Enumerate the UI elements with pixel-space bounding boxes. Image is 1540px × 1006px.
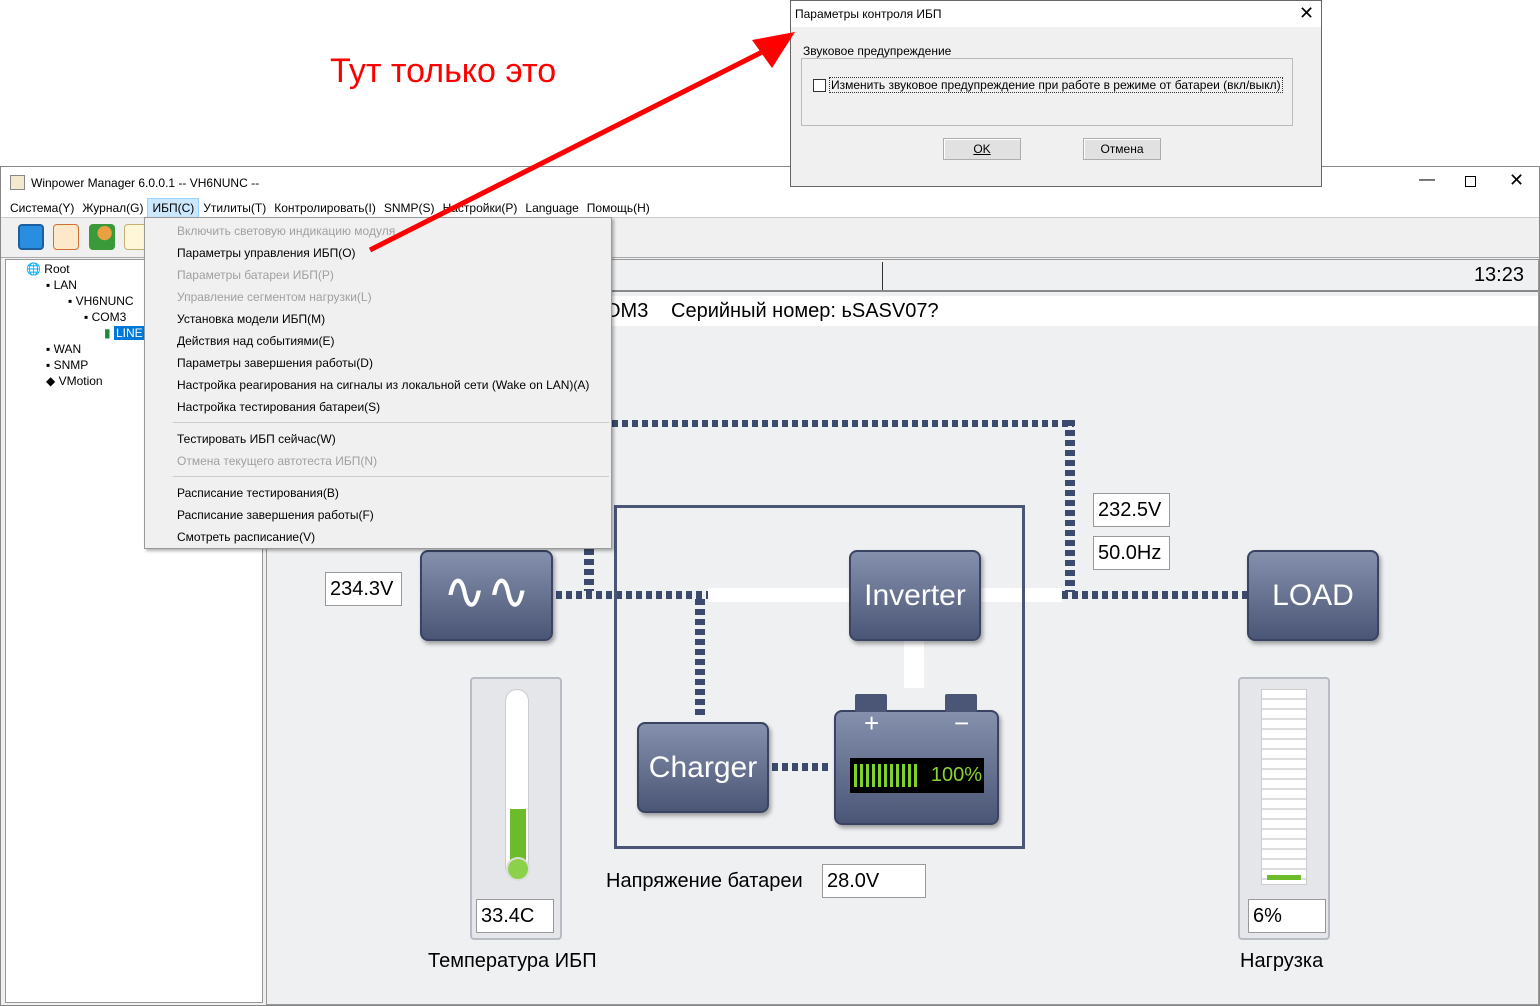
ups-dropdown-menu: Включить световую индикацию модуля Парам… (144, 217, 612, 549)
inverter-block: Inverter (849, 550, 981, 641)
menu-item-battery-test-settings[interactable]: Настройка тестирования батареи(S) (177, 400, 381, 414)
menu-system[interactable]: Система(Y) (10, 200, 75, 215)
tree-com[interactable]: ▪ COM3 (84, 310, 127, 324)
menu-item-events[interactable]: Действия над событиями(E) (177, 334, 335, 348)
menu-item-shutdown-schedule[interactable]: Расписание завершения работы(F) (177, 508, 374, 522)
battery-block: + − 100% (834, 708, 999, 825)
menu-item-load-segment: Управление сегментом нагрузки(L) (177, 290, 372, 304)
ok-button[interactable]: OK (943, 138, 1021, 160)
ups-frame (614, 505, 1025, 849)
calendar-icon[interactable] (53, 224, 79, 250)
load-value: 6% (1248, 899, 1326, 933)
menu-bar: Система(Y) Журнал(G) ИБП(C) Утилиты(T) К… (1, 197, 1539, 218)
menu-journal[interactable]: Журнал(G) (82, 200, 144, 215)
menu-ups[interactable]: ИБП(C) (147, 197, 200, 218)
menu-language[interactable]: Language (525, 200, 579, 215)
tree-root[interactable]: 🌐 Root (26, 262, 70, 276)
sound-group (801, 58, 1293, 126)
power-icon[interactable] (18, 224, 44, 250)
java-icon (10, 175, 25, 190)
dialog-title: Параметры контроля ИБП (795, 7, 942, 21)
temperature-value: 33.4C (476, 899, 554, 933)
tree-host[interactable]: ▪ VH6NUNC (68, 294, 134, 308)
load-fill (1267, 875, 1301, 880)
clock: 13:23 (1473, 264, 1524, 286)
ups-control-dialog: Параметры контроля ИБП ✕ Звуковое предуп… (790, 0, 1322, 187)
input-voltage: 234.3V (325, 572, 402, 606)
window-title: Winpower Manager 6.0.0.1 -- VH6NUNC -- (31, 176, 260, 190)
menu-item-battery-params: Параметры батареи ИБП(P) (177, 268, 334, 282)
dialog-close-button[interactable]: ✕ (1299, 3, 1315, 23)
tree-wan[interactable]: ▪ WAN (46, 342, 82, 356)
temperature-label: Температура ИБП (428, 950, 597, 972)
maximize-button[interactable] (1465, 176, 1476, 187)
tree-lan[interactable]: ▪ LAN (46, 278, 77, 292)
port-info: ОМ3 (605, 300, 649, 322)
sound-checkbox[interactable] (813, 79, 826, 92)
menu-help[interactable]: Помощь(H) (586, 200, 650, 215)
menu-item-model[interactable]: Установка модели ИБП(M) (177, 312, 326, 326)
battery-voltage: 28.0V (822, 864, 926, 898)
cancel-button[interactable]: Отмена (1083, 138, 1161, 160)
menu-item-led: Включить световую индикацию модуля (177, 224, 396, 238)
temperature-fill (510, 809, 526, 869)
annotation-arrow (368, 32, 795, 253)
temperature-gauge: 33.4C (470, 677, 562, 940)
battery-level: 100% (850, 758, 984, 793)
annotation-text: Тут только это (330, 52, 557, 90)
menu-monitor[interactable]: Контролировать(I) (274, 200, 376, 215)
menu-item-cancel-test: Отмена текущего автотеста ИБП(N) (177, 454, 378, 468)
menu-item-view-schedule[interactable]: Смотреть расписание(V) (177, 530, 316, 544)
menu-item-test-now[interactable]: Тестировать ИБП сейчас(W) (177, 432, 336, 446)
close-button[interactable]: ✕ (1509, 170, 1525, 190)
menu-utilities[interactable]: Утилиты(T) (203, 200, 267, 215)
menu-snmp[interactable]: SNMP(S) (383, 200, 435, 215)
tree-ups[interactable]: ▮ LINE (104, 326, 145, 340)
battery-voltage-label: Напряжение батареи (606, 870, 803, 892)
load-block: LOAD (1247, 550, 1379, 641)
output-voltage: 232.5V (1093, 493, 1170, 527)
serial-number: Серийный номер: ьSASV07? (671, 300, 939, 322)
group-label: Звуковое предупреждение (803, 44, 952, 58)
tree-vmotion[interactable]: ◆ VMotion (46, 374, 103, 388)
menu-item-test-schedule[interactable]: Расписание тестирования(B) (177, 486, 339, 500)
sound-checkbox-label[interactable]: Изменить звуковое предупреждение при раб… (829, 77, 1283, 93)
menu-item-shutdown-params[interactable]: Параметры завершения работы(D) (177, 356, 373, 370)
menu-item-wol[interactable]: Настройка реагирования на сигналы из лок… (177, 378, 590, 392)
charger-block: Charger (637, 722, 769, 813)
user-icon[interactable] (89, 224, 115, 250)
load-gauge: 6% (1238, 677, 1330, 940)
load-label: Нагрузка (1240, 950, 1324, 972)
minimize-button[interactable]: — (1419, 171, 1435, 188)
tree-snmp[interactable]: ▪ SNMP (46, 358, 89, 372)
ac-input-block: ∿∿ (420, 550, 553, 641)
output-frequency: 50.0Hz (1093, 536, 1170, 570)
menu-item-control-params[interactable]: Параметры управления ИБП(O) (177, 246, 356, 260)
